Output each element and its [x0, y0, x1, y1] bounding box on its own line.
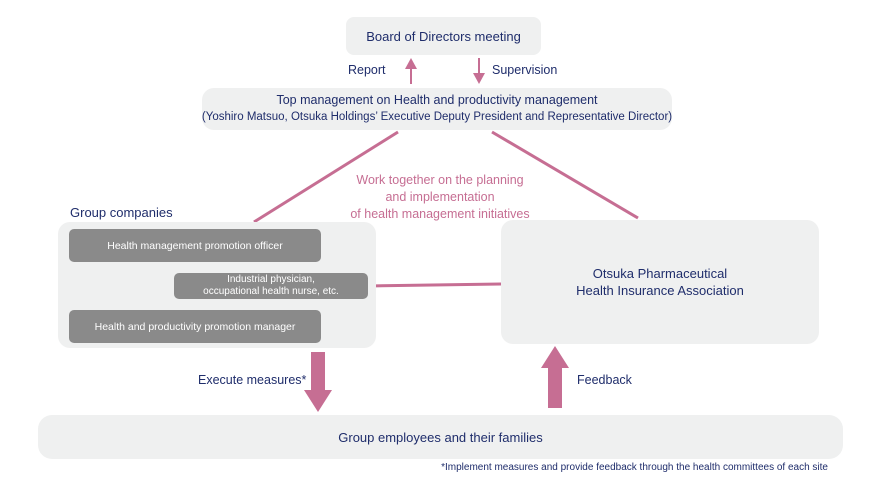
physician-box: Industrial physician, occupational healt… [174, 273, 368, 299]
feedback-arrow [541, 346, 569, 408]
line-top-to-group [253, 130, 399, 224]
work-together-text: Work together on the planning and implem… [330, 172, 550, 223]
line-group-to-association [367, 282, 502, 288]
supervision-arrow [473, 58, 485, 84]
physician-line2: occupational health nurse, etc. [203, 286, 339, 297]
line-top-to-association [491, 130, 639, 220]
health-officer-label: Health management promotion officer [107, 239, 283, 252]
top-management-title: Top management on Health and productivit… [276, 93, 598, 107]
employees-box: Group employees and their families [38, 415, 843, 459]
association-box: Otsuka Pharmaceutical Health Insurance A… [501, 220, 819, 344]
report-label: Report [348, 63, 386, 77]
report-arrow [405, 58, 417, 84]
footnote: *Implement measures and provide feedback… [441, 462, 828, 473]
employees-label: Group employees and their families [338, 429, 543, 445]
group-companies-title: Group companies [70, 205, 173, 220]
supervision-label: Supervision [492, 63, 558, 77]
work-together-line2: and implementation [385, 190, 495, 204]
board-of-directors-box: Board of Directors meeting [346, 17, 541, 55]
promotion-manager-box: Health and productivity promotion manage… [69, 310, 321, 343]
work-together-line3: of health management initiatives [350, 207, 530, 221]
top-management-box: Top management on Health and productivit… [202, 88, 672, 130]
work-together-line1: Work together on the planning [356, 173, 524, 187]
top-management-subtitle: (Yoshiro Matsuo, Otsuka Holdings’ Execut… [201, 111, 673, 123]
association-line2: Health Insurance Association [576, 283, 744, 298]
execute-measures-label: Execute measures* [198, 373, 307, 387]
association-line1: Otsuka Pharmaceutical [592, 266, 728, 281]
promotion-manager-label: Health and productivity promotion manage… [94, 320, 296, 333]
health-officer-box: Health management promotion officer [69, 229, 321, 262]
execute-arrow [304, 352, 332, 412]
board-label: Board of Directors meeting [366, 28, 521, 44]
physician-line1: Industrial physician, [227, 274, 315, 285]
feedback-label: Feedback [577, 373, 632, 387]
